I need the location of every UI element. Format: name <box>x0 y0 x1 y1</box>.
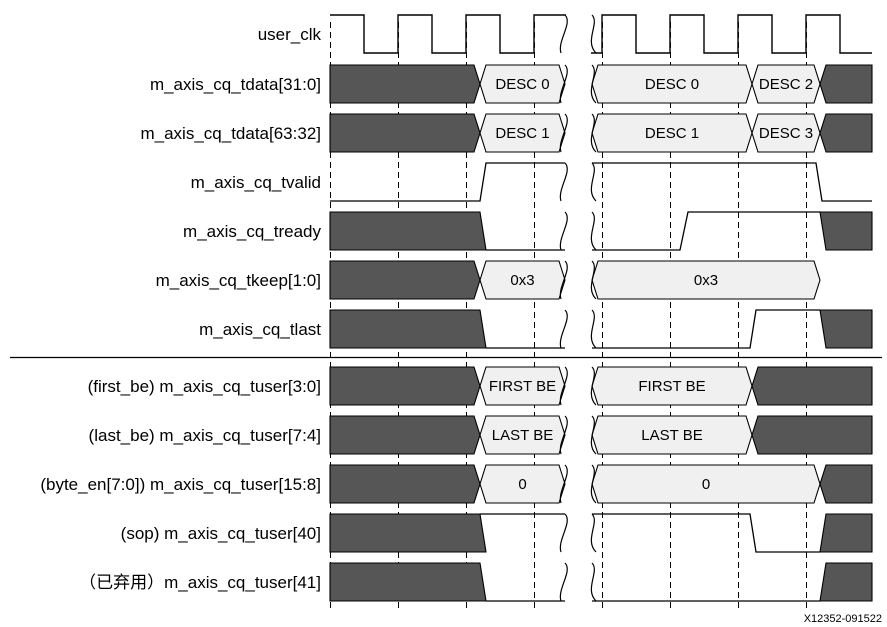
row1-break-0 <box>559 64 568 104</box>
row1-break-1 <box>590 64 597 104</box>
wave-row-5: 0x3 0x3 <box>329 260 821 300</box>
row8-break-0 <box>559 415 568 455</box>
row2-break-1 <box>590 113 597 153</box>
segment-5-0 <box>329 260 481 300</box>
segment-7-1 <box>479 366 566 406</box>
wave-row-0 <box>330 13 872 55</box>
row9-break-0 <box>559 464 568 504</box>
signal-label-10: (sop) m_axis_cq_tuser[40] <box>121 524 321 543</box>
segment-6-3 <box>819 309 873 349</box>
segment-1-4 <box>819 64 873 104</box>
signal-label-3: m_axis_cq_tvalid <box>191 173 321 192</box>
level-wave-10 <box>480 513 820 553</box>
clock-wave <box>330 14 872 54</box>
signal-label-4: m_axis_cq_tready <box>183 222 321 241</box>
segment-8-3 <box>751 415 873 455</box>
signal-label-7: (first_be) m_axis_cq_tuser[3:0] <box>88 377 321 396</box>
segment-2-1 <box>479 113 566 153</box>
level-wave-4 <box>486 211 820 251</box>
row10-break-1 <box>590 513 597 553</box>
segment-8-1 <box>479 415 566 455</box>
row5-break-0 <box>559 260 568 300</box>
segment-2-3-text: DESC 3 <box>759 125 813 142</box>
segment-9-1 <box>479 464 566 504</box>
segment-8-1-text: LAST BE <box>492 427 553 444</box>
row4-break-0 <box>559 211 568 251</box>
row4-break-1 <box>590 211 597 251</box>
signal-label-5: m_axis_cq_tkeep[1:0] <box>156 271 321 290</box>
segment-10-0 <box>329 513 487 553</box>
wave-row-2: DESC 1 DESC 1 DESC 3 <box>329 113 873 153</box>
signal-label-0: user_clk <box>258 25 322 44</box>
row6-break-1 <box>590 309 597 349</box>
clock-break-1 <box>590 14 597 54</box>
signal-label-9: (byte_en[7:0]) m_axis_cq_tuser[15:8] <box>40 475 321 494</box>
signal-label-6: m_axis_cq_tlast <box>199 320 321 339</box>
segment-9-2-text: 0 <box>702 476 710 493</box>
segment-10-3 <box>819 513 873 553</box>
signal-label-2: m_axis_cq_tdata[63:32] <box>140 124 321 143</box>
clock-break-0 <box>559 14 568 54</box>
segment-6-0 <box>329 309 487 349</box>
figure-id: X12352-091522 <box>804 613 882 625</box>
segment-7-1-text: FIRST BE <box>489 378 556 395</box>
segment-4-3 <box>819 211 873 251</box>
segment-7-0 <box>329 366 481 406</box>
wave-row-10 <box>329 513 873 553</box>
row10-break-0 <box>559 513 568 553</box>
wave-row-8: LAST BE LAST BE <box>329 415 873 455</box>
row5-break-1 <box>590 260 597 300</box>
row3-break-0 <box>559 162 568 202</box>
row6-break-0 <box>559 309 568 349</box>
wave-row-7: FIRST BE FIRST BE <box>329 366 873 406</box>
row9-break-1 <box>590 464 597 504</box>
segment-7-2-text: FIRST BE <box>638 378 705 395</box>
segment-8-0 <box>329 415 481 455</box>
signal-labels: user_clk m_axis_cq_tdata[31:0] m_axis_cq_t… <box>40 25 321 592</box>
wave-row-11 <box>329 562 873 602</box>
segment-9-1-text: 0 <box>518 476 526 493</box>
row7-break-1 <box>590 366 597 406</box>
segment-5-2 <box>591 260 821 300</box>
row11-break-1 <box>590 562 597 602</box>
wave-row-1: DESC 0 DESC 0 DESC 2 <box>329 64 873 104</box>
segment-2-4 <box>819 113 873 153</box>
segment-8-2-text: LAST BE <box>641 427 702 444</box>
row8-break-1 <box>590 415 597 455</box>
clock-gap <box>566 13 591 55</box>
level-wave-6 <box>486 309 820 349</box>
row7-break-0 <box>559 366 568 406</box>
signal-label-1: m_axis_cq_tdata[31:0] <box>150 75 321 94</box>
row11-break-0 <box>559 562 568 602</box>
wave-row-4 <box>329 211 873 251</box>
segment-2-2-text: DESC 1 <box>645 125 699 142</box>
segment-2-0 <box>329 113 481 153</box>
segment-11-0 <box>329 562 487 602</box>
segment-5-1 <box>479 260 566 300</box>
tvalid-wave <box>330 162 872 202</box>
signal-label-11: （已弃用）m_axis_cq_tuser[41] <box>79 573 321 592</box>
segment-5-2-text: 0x3 <box>694 272 718 289</box>
segment-1-0 <box>329 64 481 104</box>
segment-9-0 <box>329 464 481 504</box>
segment-7-3 <box>751 366 873 406</box>
segment-11-2 <box>819 562 873 602</box>
segment-1-1 <box>479 64 566 104</box>
segment-1-2-text: DESC 0 <box>645 76 699 93</box>
segment-5-1-text: 0x3 <box>510 272 534 289</box>
row3-break-1 <box>590 162 597 202</box>
segment-2-1-text: DESC 1 <box>495 125 549 142</box>
segment-1-3-text: DESC 2 <box>759 76 813 93</box>
segment-1-1-text: DESC 0 <box>495 76 549 93</box>
wave-row-6 <box>329 309 873 349</box>
segment-4-0 <box>329 211 487 251</box>
row2-break-0 <box>559 113 568 153</box>
wave-row-3 <box>330 162 872 202</box>
segment-9-3 <box>819 464 873 504</box>
signal-label-8: (last_be) m_axis_cq_tuser[7:4] <box>89 426 321 445</box>
